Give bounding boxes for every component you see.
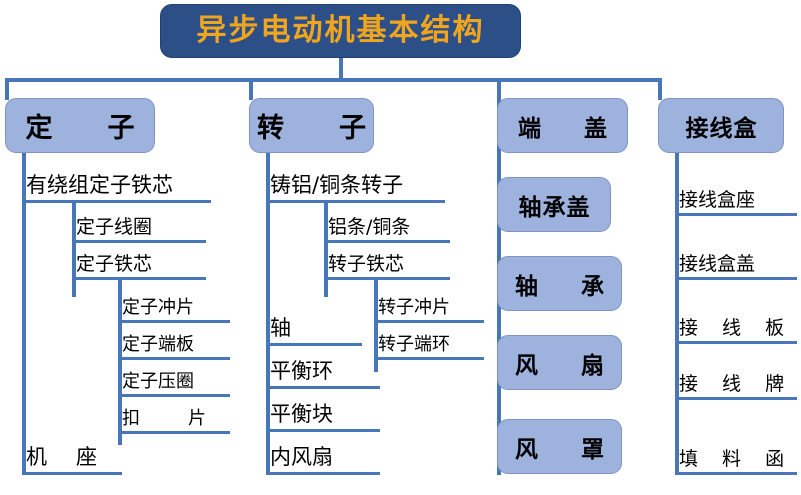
stator-item-press-ring[interactable]: 定子压圈	[122, 367, 230, 397]
stator-item-punching[interactable]: 定子冲片	[122, 293, 230, 323]
stator-item-frame[interactable]: 机 座	[26, 443, 122, 475]
connector-spine-rotor-l3	[374, 280, 378, 372]
rotor-item-inner-fan[interactable]: 内风扇	[270, 442, 380, 475]
branch-header-junction-box[interactable]: 接线盒	[658, 98, 784, 153]
branch-header-rotor[interactable]: 转 子	[249, 98, 374, 153]
rotor-item-shaft[interactable]: 轴	[270, 313, 362, 346]
junction-item-stuffing-box[interactable]: 填 料 函	[679, 443, 797, 475]
junction-item-terminal-plate[interactable]: 接 线 牌	[679, 370, 797, 400]
rotor-item-core[interactable]: 转子铁芯	[328, 250, 450, 280]
connector-drop-stator	[5, 78, 9, 100]
endcap-box-bearing-cover[interactable]: 轴承盖	[497, 177, 611, 232]
connector-spine-junction-box	[675, 153, 679, 475]
connector-drop-endcap	[497, 78, 501, 100]
connector-spine-stator-l2	[72, 203, 76, 297]
connector-spine-rotor-l2	[324, 203, 328, 297]
rotor-item-balance-weight[interactable]: 平衡块	[270, 399, 380, 432]
diagram-title-text: 异步电动机基本结构	[196, 13, 485, 48]
endcap-box-bearing[interactable]: 轴 承	[497, 256, 622, 311]
junction-item-base[interactable]: 接线盒座	[679, 186, 797, 216]
junction-item-cover[interactable]: 接线盒盖	[679, 250, 797, 280]
rotor-item-bars[interactable]: 铝条/铜条	[328, 213, 450, 243]
connector-spine-rotor	[266, 153, 270, 475]
branch-header-endcap[interactable]: 端 盖	[497, 98, 628, 153]
rotor-item-punching[interactable]: 转子冲片	[378, 293, 484, 323]
connector-top-bus	[5, 78, 662, 82]
rotor-item-cast-rotor[interactable]: 铸铝/铜条转子	[270, 170, 445, 203]
diagram-title-box: 异步电动机基本结构	[160, 4, 521, 58]
stator-item-wound-core[interactable]: 有绕组定子铁芯	[26, 170, 211, 203]
stator-item-endplate[interactable]: 定子端板	[122, 330, 230, 360]
connector-drop-junctionbox	[658, 78, 662, 100]
junction-item-terminal-board[interactable]: 接 线 板	[679, 314, 797, 344]
connector-title-stem	[339, 58, 343, 80]
stator-item-buckle-plate[interactable]: 扣 片	[122, 404, 230, 434]
stator-item-coil[interactable]: 定子线圈	[76, 213, 206, 243]
endcap-box-fan[interactable]: 风 扇	[497, 335, 622, 390]
rotor-item-balance-ring[interactable]: 平衡环	[270, 356, 380, 389]
connector-spine-stator	[22, 153, 26, 475]
connector-drop-rotor	[249, 78, 253, 100]
stator-item-core[interactable]: 定子铁芯	[76, 250, 206, 280]
connector-spine-stator-l3	[118, 280, 122, 445]
rotor-item-end-ring[interactable]: 转子端环	[378, 330, 484, 360]
branch-header-stator[interactable]: 定 子	[5, 98, 155, 153]
endcap-box-fan-cover[interactable]: 风 罩	[497, 419, 622, 474]
